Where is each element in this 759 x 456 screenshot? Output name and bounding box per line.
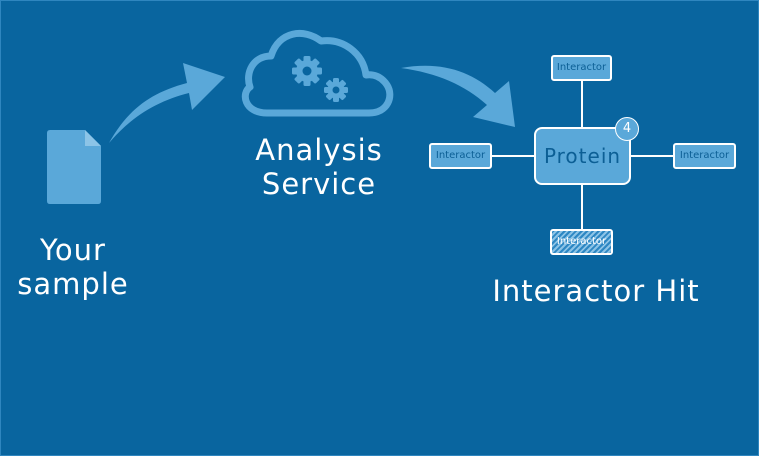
arrow-right-curved-icon	[109, 63, 225, 143]
analysis-label-line1: Analysis	[255, 133, 383, 167]
interactor-node-right: Interactor	[673, 143, 736, 169]
sample-label-line1: Your	[40, 233, 106, 267]
interactor-node-bottom-hit: Interactor	[550, 229, 613, 255]
gears-icon	[292, 56, 348, 102]
network-connectors	[492, 81, 673, 229]
interactor-count-badge: 4	[615, 117, 639, 141]
interactor-node-left: Interactor	[429, 143, 492, 169]
analysis-service-label: Analysis Service	[233, 133, 405, 201]
your-sample-label: Your sample	[13, 233, 133, 301]
interactor-hit-label: Interactor Hit	[492, 274, 700, 308]
cloud-icon	[241, 30, 394, 117]
protein-node: Protein	[534, 127, 631, 185]
interactor-node-top: Interactor	[551, 55, 612, 81]
analysis-label-line2: Service	[261, 167, 377, 201]
sample-label-line2: sample	[17, 267, 129, 301]
document-icon	[47, 130, 101, 204]
arrow-down-right-curved-icon	[401, 65, 515, 127]
